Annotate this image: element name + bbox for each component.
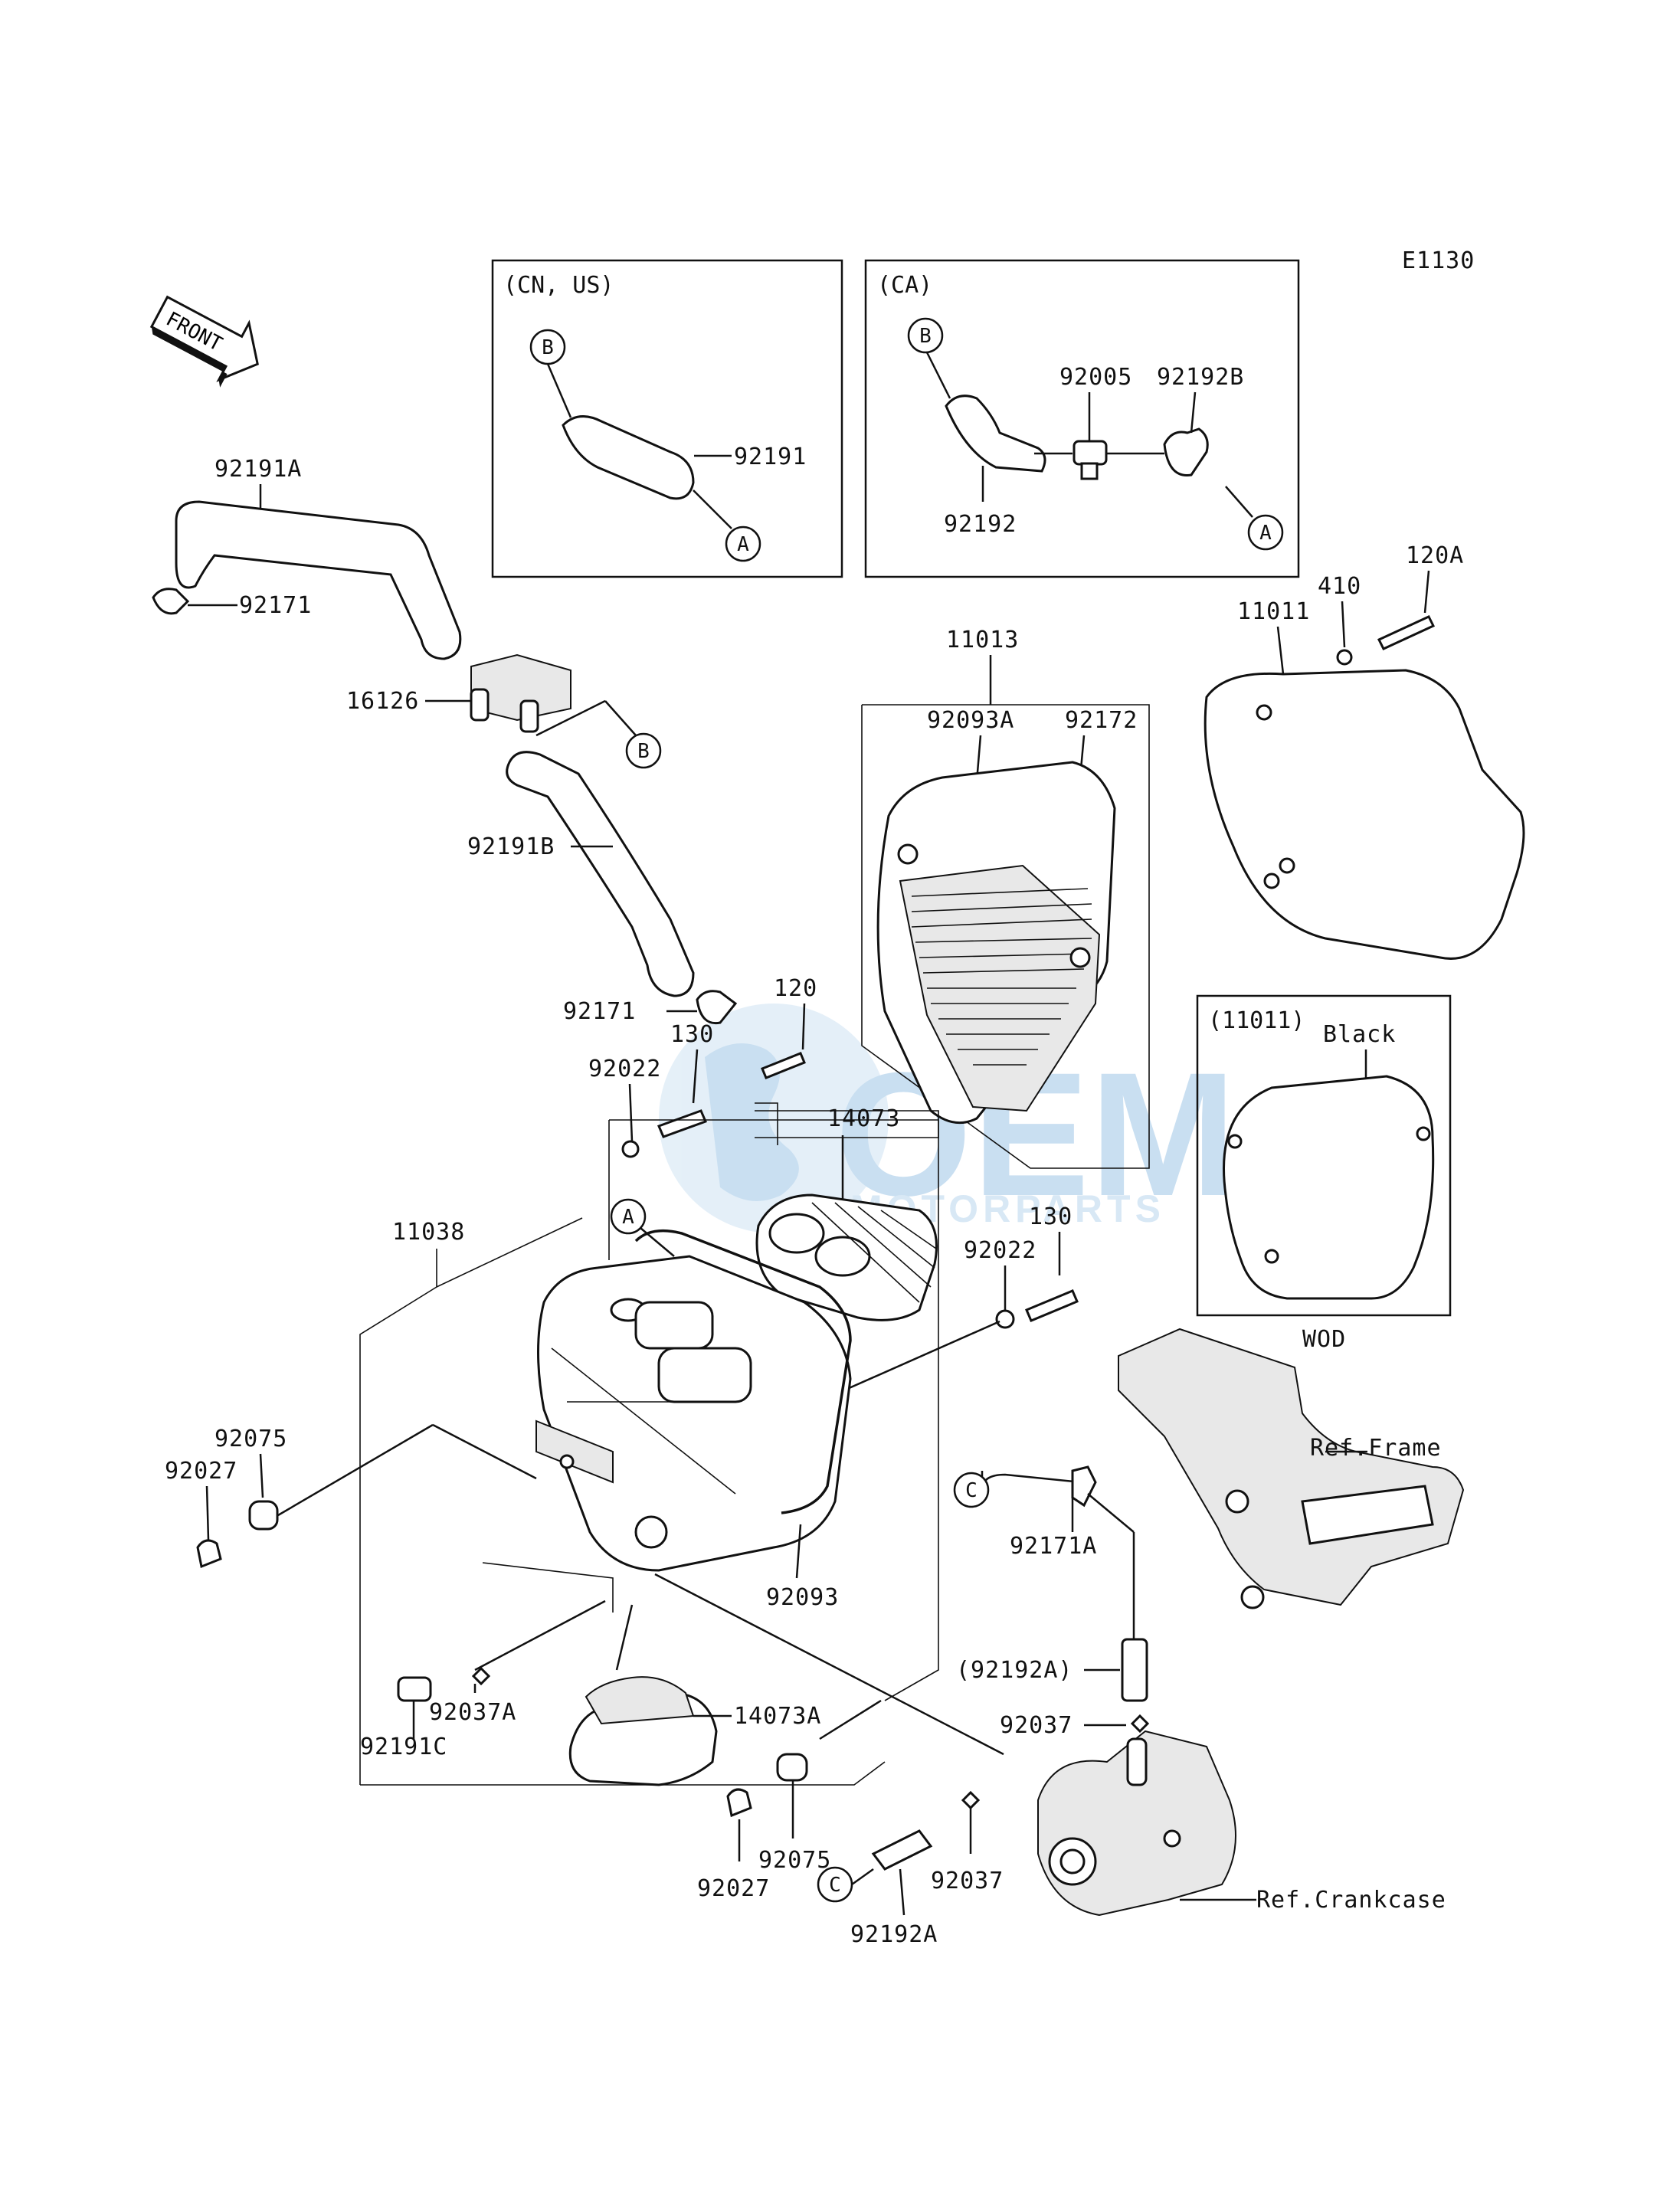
callout-b: B <box>542 336 554 359</box>
part-label-92191: 92191 <box>734 444 807 470</box>
part-label-92192: 92192 <box>944 511 1017 538</box>
diagram-code: E1130 <box>1402 247 1475 274</box>
part-label-120: 120 <box>774 975 817 1002</box>
part-label-92171: 92171 <box>563 998 636 1025</box>
part-label-92037: 92037 <box>1000 1712 1073 1739</box>
callout-c: C <box>965 1479 978 1502</box>
part-label-11038: 11038 <box>392 1219 465 1246</box>
part-label-92191b: 92191B <box>467 833 555 860</box>
lower-duct-group: 14073A 92037A 92191C <box>360 1562 821 1786</box>
variant-box-cn-us: (CN, US) B 92191 A <box>491 259 843 578</box>
callout-b: B <box>919 325 932 348</box>
variant-box-ca: (CA) B 92005 92192B 92192 A <box>864 259 1300 578</box>
part-label-11013: 11013 <box>946 627 1019 653</box>
intake-duct-group: 120 130 92022 14073 <box>588 975 939 1321</box>
callout-c: C <box>829 1874 841 1897</box>
part-label-92037a: 92037A <box>429 1699 516 1726</box>
part-label-92171: 92171 <box>239 592 312 619</box>
right-fasteners: 92022 130 <box>765 1203 1079 1426</box>
part-label-14073: 14073 <box>827 1105 900 1132</box>
variant-box-black-cover: (11011) Black WOD <box>1196 994 1452 1353</box>
part-label-92005: 92005 <box>1059 364 1132 391</box>
callout-a: A <box>737 533 749 556</box>
part-label-92171a: 92171A <box>1010 1533 1097 1560</box>
front-arrow-icon: FRONT <box>149 295 259 388</box>
air-cleaner-cover: 11011 410 120A <box>1204 542 1525 960</box>
ref-frame-label: Ref.Frame <box>1310 1435 1442 1462</box>
part-label-92172: 92172 <box>1065 707 1138 734</box>
part-label-92027: 92027 <box>165 1458 237 1485</box>
part-label-92191a: 92191A <box>215 456 302 483</box>
air-cleaner-housing: 11038 A 92075 92027 92093 <box>165 1119 939 1786</box>
part-label-92093: 92093 <box>766 1584 839 1611</box>
part-label-92192b: 92192B <box>1157 364 1244 391</box>
breather-hose-assembly: 92191A 92171 16126 B 92191B 92171 <box>152 456 738 1025</box>
callout-b: B <box>637 740 650 763</box>
part-label-92191c: 92191C <box>360 1734 447 1760</box>
part-label-11011: 11011 <box>1237 598 1310 625</box>
part-label-130: 130 <box>670 1021 714 1048</box>
callout-a: A <box>622 1206 634 1229</box>
drain-parts: 92075 92027 92192A C 92037 <box>654 1573 1004 1948</box>
part-label-92093a: 92093A <box>927 707 1014 734</box>
variant-box-cn-us-title: (CN, US) <box>503 272 614 299</box>
variant-box-footer-wod: WOD <box>1302 1326 1346 1353</box>
part-label-92037: 92037 <box>931 1868 1004 1894</box>
air-cleaner-element: 11013 92093A 92172 <box>861 627 1150 1169</box>
part-label-92192a: 92192A <box>850 1921 938 1948</box>
part-label-410: 410 <box>1318 573 1361 600</box>
part-label-14073a: 14073A <box>734 1703 821 1730</box>
part-label-92022: 92022 <box>588 1056 661 1082</box>
ref-crankcase-label: Ref.Crankcase <box>1256 1887 1446 1914</box>
part-label-130: 130 <box>1029 1203 1073 1230</box>
part-label-92075: 92075 <box>758 1847 831 1874</box>
variant-box-ca-title: (CA) <box>877 272 932 299</box>
callout-a: A <box>1259 522 1272 545</box>
part-label-120a: 120A <box>1406 542 1464 569</box>
color-label-black: Black <box>1323 1021 1396 1048</box>
part-label-92075: 92075 <box>215 1426 287 1452</box>
part-label-92022: 92022 <box>964 1237 1036 1264</box>
part-label-92192a-optional: (92192A) <box>956 1657 1073 1684</box>
variant-box-black-title: (11011) <box>1208 1007 1305 1034</box>
frame-reference: Ref.Frame C 92171A (92192A) 92037 <box>953 1328 1465 1739</box>
part-label-16126: 16126 <box>346 688 419 715</box>
part-label-92027: 92027 <box>697 1875 770 1902</box>
crankcase-reference: Ref.Crankcase <box>1037 1730 1446 1917</box>
